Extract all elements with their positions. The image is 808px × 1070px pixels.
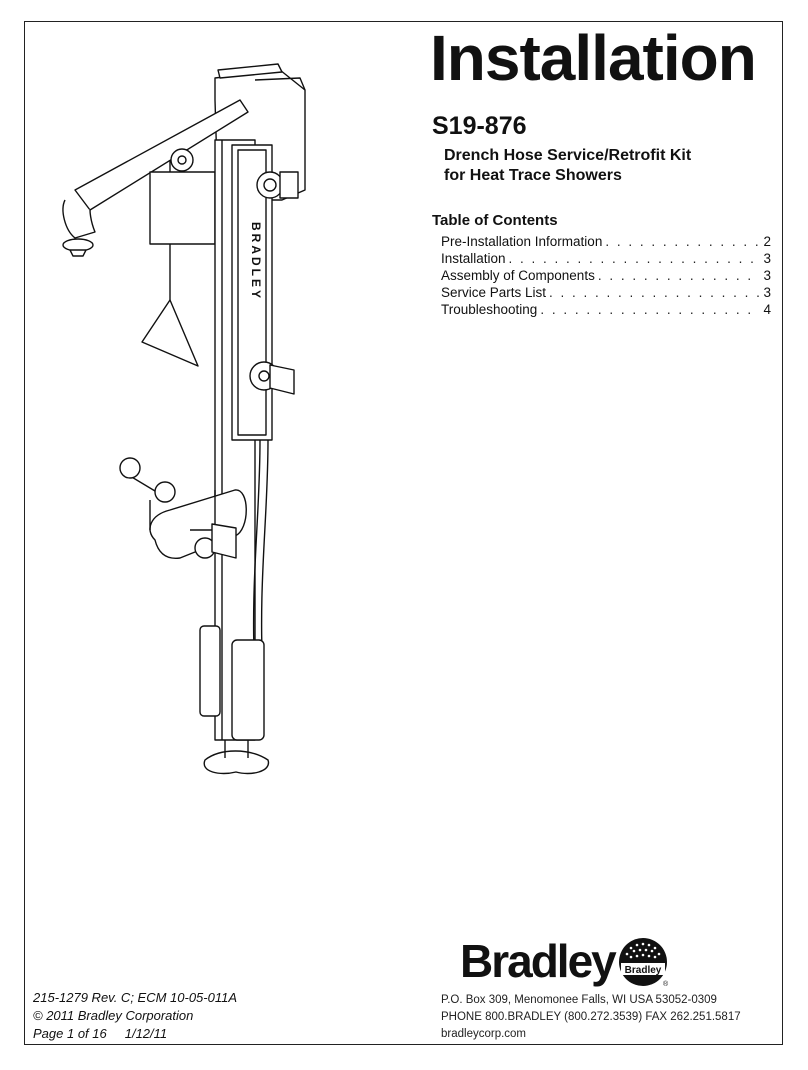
toc-leader-dots — [509, 250, 761, 267]
column-label: BRADLEY — [249, 222, 263, 301]
registered-mark: ® — [663, 980, 669, 988]
toc-item-label: Installation — [441, 251, 506, 266]
website-link[interactable]: bradleycorp.com — [441, 1028, 527, 1040]
toc-item-label: Assembly of Components — [441, 268, 595, 283]
product-subtitle: Drench Hose Service/Retrofit Kit for Hea… — [444, 146, 691, 186]
safety-shower-illustration: BRADLEY — [62, 63, 306, 775]
toc-item[interactable]: Pre-Installation Information 2 — [441, 233, 771, 250]
toc-leader-dots — [598, 267, 761, 284]
document-info: 215-1279 Rev. C; ECM 10-05-011A © 2011 B… — [33, 989, 237, 1043]
page-title: Installation — [430, 22, 757, 94]
subtitle-line-1: Drench Hose Service/Retrofit Kit — [444, 147, 692, 164]
toc-item-label: Service Parts List — [441, 285, 547, 300]
page-number: Page 1 of 16 — [33, 1026, 107, 1041]
toc-item[interactable]: Installation 3 — [441, 250, 771, 267]
toc-item-page: 3 — [763, 285, 771, 300]
page-border — [24, 21, 783, 1045]
company-address: P.O. Box 309, Menomonee Falls, WI USA 53… — [441, 992, 741, 1043]
toc-item-page: 2 — [763, 234, 771, 249]
toc-item-page: 3 — [763, 268, 771, 283]
doc-date: 1/12/11 — [124, 1026, 168, 1041]
phone-fax-line: PHONE 800.BRADLEY (800.272.3539) FAX 262… — [441, 1011, 741, 1023]
page-info-line: Page 1 of 16 1/12/11 — [33, 1025, 237, 1043]
toc-item[interactable]: Service Parts List 3 — [441, 284, 771, 301]
toc-item[interactable]: Troubleshooting 4 — [441, 301, 771, 318]
brand-wordmark: Bradley — [460, 935, 617, 987]
revision-line: 215-1279 Rev. C; ECM 10-05-011A — [33, 990, 238, 1005]
toc-leader-dots — [540, 301, 760, 318]
toc-item-label: Pre-Installation Information — [441, 234, 603, 249]
toc-item-label: Troubleshooting — [441, 302, 538, 317]
subtitle-line-2: for Heat Trace Showers — [444, 167, 622, 184]
logo-text: Bradley — [624, 965, 661, 976]
copyright-line: © 2011 Bradley Corporation — [33, 1008, 194, 1023]
bradley-globe-icon: Bradley ® — [618, 938, 669, 988]
toc-heading: Table of Contents — [432, 212, 558, 229]
toc-item[interactable]: Assembly of Components 3 — [441, 267, 771, 284]
toc-leader-dots — [605, 233, 760, 250]
toc-item-page: 3 — [763, 251, 771, 266]
toc-item-page: 4 — [763, 302, 771, 317]
toc-leader-dots — [549, 284, 760, 301]
brand-logo-block: Bradley Bradley ® — [460, 935, 669, 988]
model-number: S19-876 — [432, 112, 527, 140]
address-line: P.O. Box 309, Menomonee Falls, WI USA 53… — [441, 994, 717, 1006]
table-of-contents: Pre-Installation Information 2 Installat… — [441, 233, 771, 318]
